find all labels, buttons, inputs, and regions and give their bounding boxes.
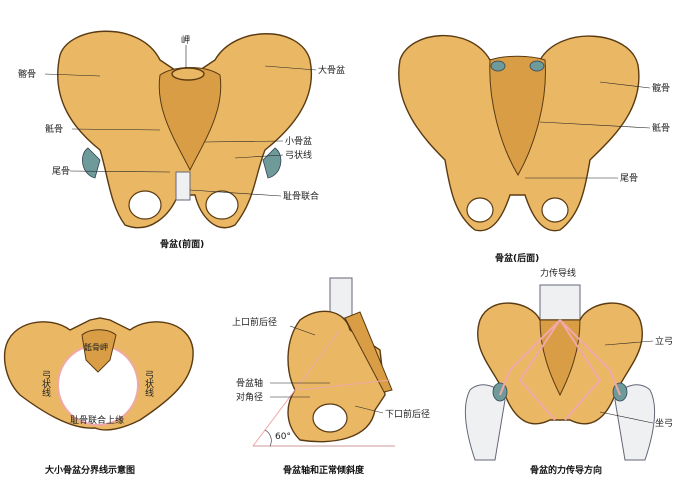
label-arcuate-line: 弓状线: [285, 149, 312, 161]
pelvis-boundary-view: 骶骨岬 弓状线 弓状线 耻骨联合上缘 大小骨盆分界线示意图: [3, 317, 194, 476]
caption-boundary: 大小骨盆分界线示意图: [45, 464, 135, 476]
label-outlet-ap: 下口前后径: [385, 408, 430, 420]
pelvis-force-view: 力传导线 立弓 坐弓 骨盆的力传导方向: [465, 267, 673, 476]
label-inlet-ap: 上口前后径: [232, 316, 277, 328]
label-pelvic-axis: 骨盆轴: [236, 377, 263, 389]
label-lesser-pelvis: 小骨盆: [285, 135, 312, 147]
pelvis-axis-view: 上口前后径 骨盆轴 对角径 下口前后径 60° 骨盆轴和正常倾斜度: [232, 277, 430, 476]
label-angle: 60°: [275, 432, 291, 442]
label-sacrum-back: 骶骨: [652, 123, 670, 134]
label-coccyx: 尾骨: [52, 166, 70, 177]
label-pubic-symphysis: 耻骨联合: [283, 190, 319, 202]
label-diagonal: 对角径: [236, 391, 263, 403]
caption-axis: 骨盆轴和正常倾斜度: [283, 464, 365, 476]
label-greater-pelvis: 大骨盆: [318, 64, 345, 76]
label-arcuate-left: 弓状线: [40, 370, 51, 397]
pelvis-front-view: 岬 髂骨 大骨盆 骶骨 小骨盆 弓状线 尾骨 耻骨联合 骨盆(前面): [18, 30, 345, 250]
label-symphysis-upper: 耻骨联合上缘: [70, 414, 124, 426]
label-hip-bone: 髋骨: [652, 82, 670, 94]
label-standing-arch: 立弓: [655, 335, 673, 347]
label-sacrum: 骶骨: [45, 124, 63, 135]
label-sacral-promontory: 骶骨岬: [84, 342, 108, 352]
caption-front: 骨盆(前面): [160, 238, 204, 250]
label-promontory: 岬: [181, 35, 190, 46]
caption-force: 骨盆的力传导方向: [530, 464, 602, 476]
label-force-line: 力传导线: [540, 267, 576, 279]
caption-back: 骨盆(后面): [495, 252, 539, 264]
label-ilium: 髂骨: [18, 68, 36, 80]
label-sitting-arch: 坐弓: [655, 418, 673, 429]
label-arcuate-right: 弓状线: [143, 370, 154, 397]
label-coccyx-back: 尾骨: [620, 173, 638, 184]
pelvis-back-view: 髋骨 骶骨 尾骨 骨盆(后面): [398, 34, 670, 264]
